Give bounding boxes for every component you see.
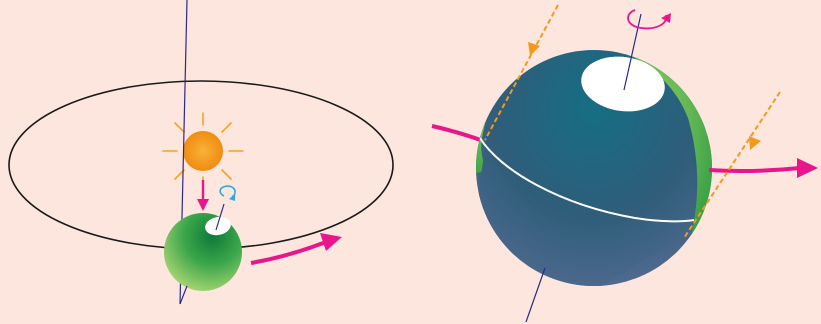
orbit-direction-arrow	[250, 233, 342, 265]
orbit-path-incoming	[431, 124, 487, 144]
orbit-direction-arrow-large	[708, 158, 818, 178]
polar-cap-large	[581, 56, 665, 112]
sun-icon	[162, 112, 244, 190]
earth-axis-upper	[215, 203, 225, 231]
large-earth-icon	[476, 13, 712, 323]
sun-ray-left	[484, 4, 559, 141]
sun-ray-right	[683, 91, 781, 239]
earth-icon	[164, 0, 242, 305]
equator-line	[479, 137, 695, 223]
polar-cap	[205, 216, 231, 236]
rotation-arrow-large-icon	[627, 9, 671, 30]
large-earth-axis-lower	[525, 267, 546, 323]
rotation-arrow-icon	[219, 185, 236, 201]
sunlight-direction-arrow	[197, 180, 209, 211]
